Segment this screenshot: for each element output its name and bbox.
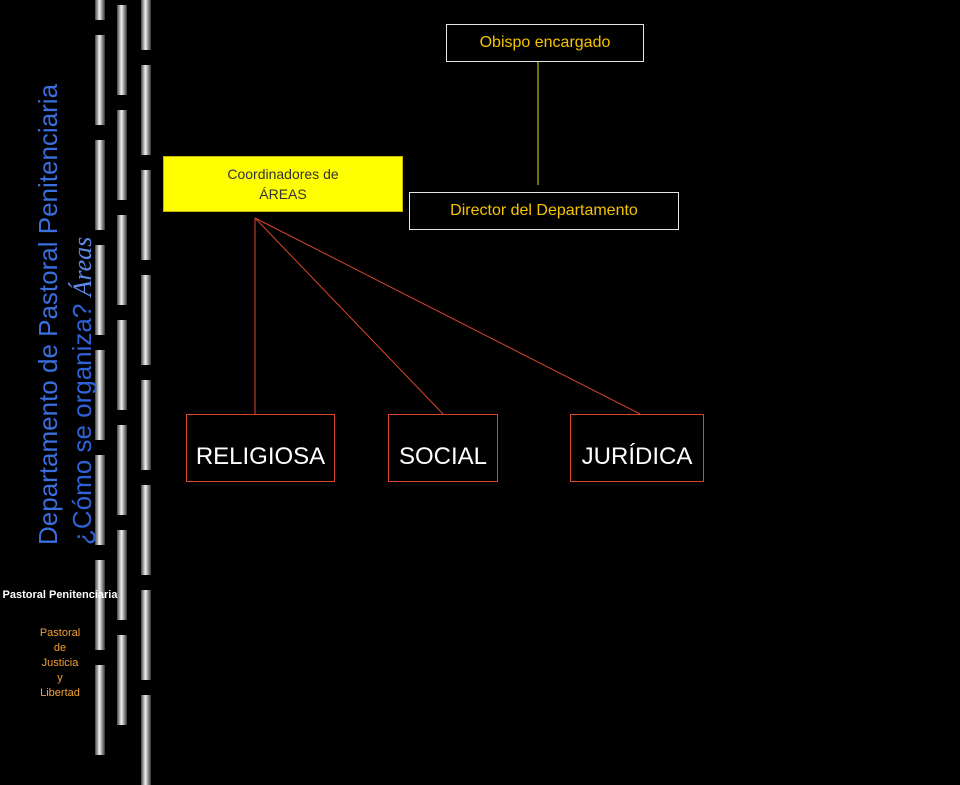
area-social: SOCIAL (388, 414, 498, 482)
connector-coord-social (254, 217, 444, 415)
film-strip-segment (117, 320, 127, 410)
film-strip-segment (141, 590, 151, 680)
footer-sub-line: Pastoral (39, 627, 81, 639)
film-strip-segment (117, 215, 127, 305)
area-religiosa: RELIGIOSA (186, 414, 335, 482)
footer-sub-line: Libertad (40, 687, 80, 699)
film-strip-segment (141, 170, 151, 260)
footer-sub-line: y (57, 672, 63, 684)
connector-coord-juridica (254, 217, 641, 415)
footer-pastoral-penitenciaria: Pastoral Penitenciaria (2, 589, 118, 601)
director-box: Director del Departamento (409, 192, 679, 230)
film-strip-segment (141, 65, 151, 155)
connector-lines (254, 62, 641, 415)
coordinators-box: Coordinadores de ÁREAS (163, 156, 403, 212)
film-strip-segment (95, 140, 105, 230)
footer-justicia-libertad: Pastoral de Justicia y Libertad (0, 626, 120, 701)
film-strip-segment (95, 35, 105, 125)
film-strip-segment (117, 425, 127, 515)
film-strip-segment (95, 245, 105, 335)
film-strip-segment (95, 560, 105, 650)
footer-sub-line: de (53, 642, 67, 654)
film-strip-segment (141, 0, 151, 50)
area-juridica: JURÍDICA (570, 414, 704, 482)
film-strip-segment (117, 530, 127, 620)
film-strip-segment (117, 110, 127, 200)
film-strip-segment (141, 275, 151, 365)
decorative-film-strip (90, 0, 160, 785)
film-strip-segment (95, 455, 105, 545)
bishop-box: Obispo encargado (446, 24, 644, 62)
film-strip-segment (95, 350, 105, 440)
film-strip-segment (95, 0, 105, 20)
film-strip-segment (141, 380, 151, 470)
coordinators-line2: ÁREAS (259, 186, 307, 202)
film-strip-segment (117, 5, 127, 95)
film-strip-segment (117, 635, 127, 725)
film-strip-segment (95, 665, 105, 755)
film-strip-segment (141, 485, 151, 575)
coordinators-line1: Coordinadores de (227, 166, 339, 182)
footer-sub-line: Justicia (41, 657, 79, 669)
